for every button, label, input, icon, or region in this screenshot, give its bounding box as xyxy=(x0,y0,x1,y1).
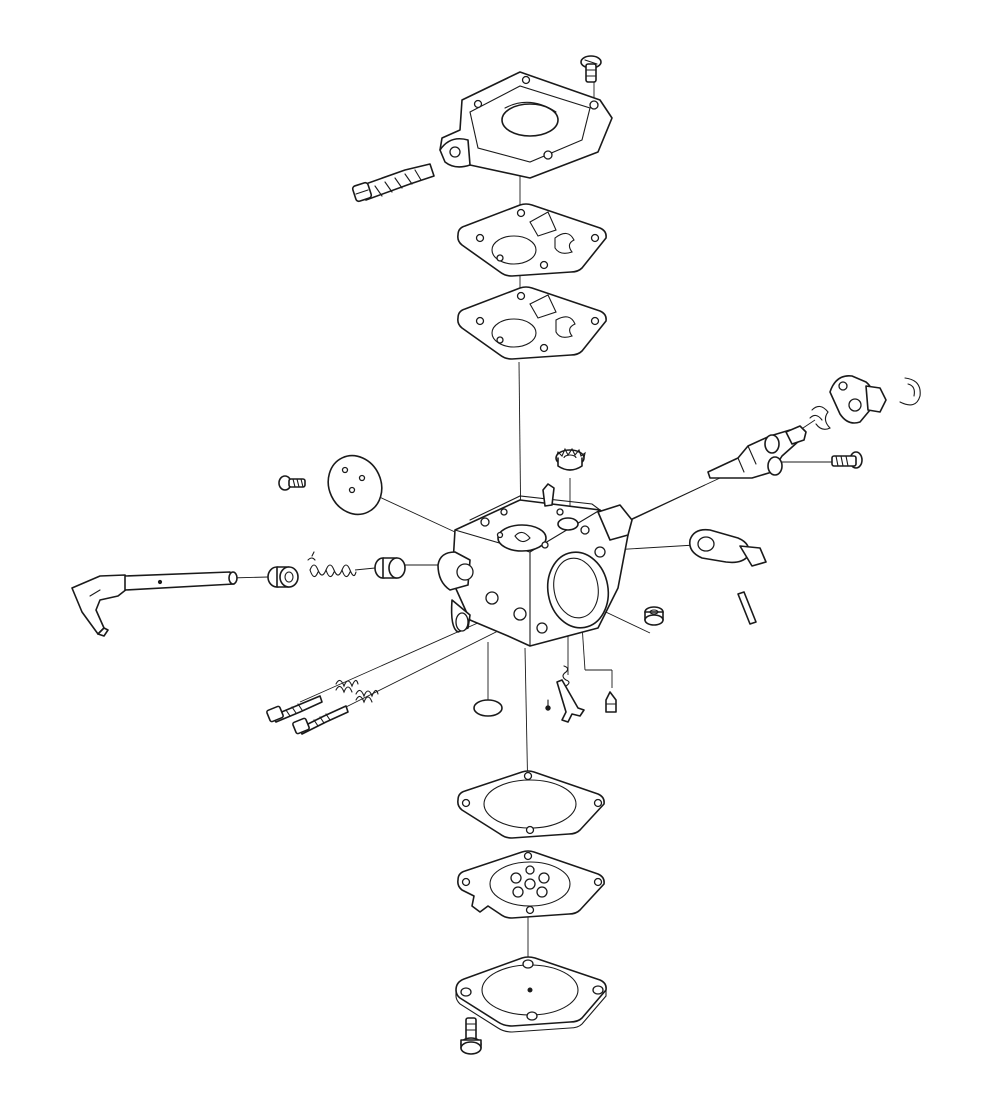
choke-plate xyxy=(327,454,383,516)
throttle-cam-lever xyxy=(809,375,887,430)
lever-pin xyxy=(737,591,757,625)
needle-springs xyxy=(335,679,379,704)
inlet-needle xyxy=(605,691,617,713)
small-bushing xyxy=(644,606,664,626)
choke-shaft-lever xyxy=(707,425,807,479)
return-spring xyxy=(307,551,357,578)
upper-gasket xyxy=(457,203,607,277)
fuel-filter-screen xyxy=(555,447,586,471)
metering-diaphragm xyxy=(457,286,607,360)
choke-plate-screw xyxy=(278,475,306,491)
idle-adjust-screw xyxy=(351,163,435,203)
shaft-bushing xyxy=(267,566,299,588)
bottom-cover xyxy=(455,956,607,1033)
lower-gasket xyxy=(457,770,605,839)
lever-screw xyxy=(831,451,863,469)
inlet-needle-lever xyxy=(545,665,585,723)
arm-cam xyxy=(374,557,406,579)
pump-diaphragm xyxy=(457,850,605,919)
carburetor-body xyxy=(437,483,633,647)
adjusting-needles xyxy=(266,695,349,735)
welch-plug xyxy=(473,699,503,717)
cap-washer xyxy=(688,528,767,567)
throttle-shaft-clip xyxy=(899,377,921,406)
top-cover xyxy=(439,71,613,179)
cover-screw xyxy=(580,55,602,83)
bottom-cover-screw xyxy=(460,1017,482,1055)
throttle-shaft-assembly xyxy=(71,571,238,637)
